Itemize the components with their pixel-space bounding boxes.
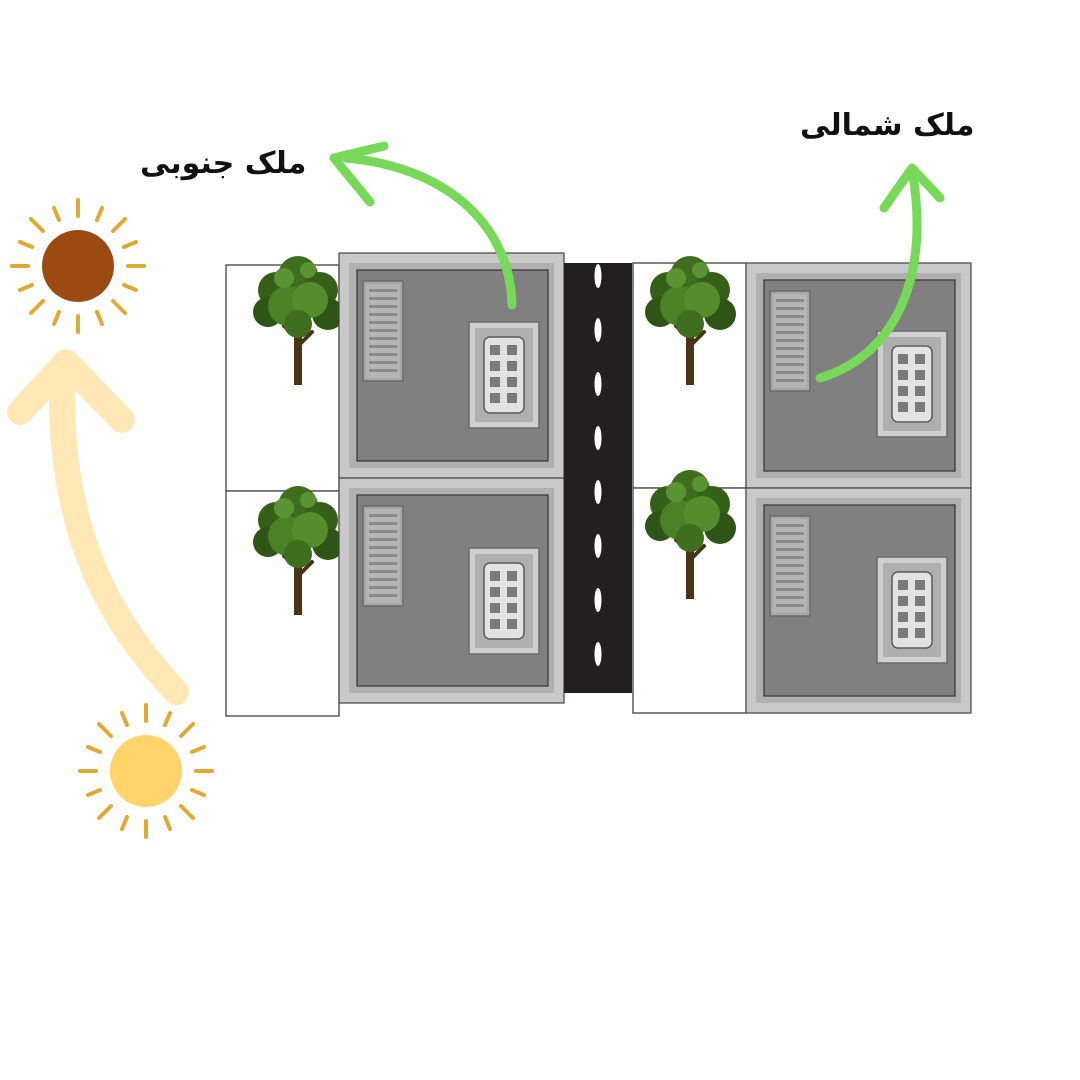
window-panel-icon: [468, 321, 540, 429]
vent-icon: [769, 290, 811, 392]
arrow-icon-north: [815, 163, 945, 383]
building-north-bottom: [745, 487, 972, 714]
road: [564, 263, 632, 693]
window-panel-icon: [876, 330, 948, 438]
building-south-top: [338, 252, 565, 479]
sun-icon-high: [10, 198, 146, 334]
sun-icon-low: [78, 703, 214, 839]
building-south-bottom: [338, 477, 565, 704]
vent-icon: [362, 280, 404, 382]
sun-path-arrow-icon: [7, 349, 189, 705]
south-property-label: ملک جنوبی: [140, 146, 307, 181]
window-panel-icon: [468, 547, 540, 655]
north-property-label: ملک شمالی: [800, 108, 975, 143]
window-panel-icon: [876, 556, 948, 664]
vent-icon: [769, 515, 811, 617]
arrow-icon-south: [329, 141, 517, 310]
vent-icon: [362, 505, 404, 607]
building-north-top: [745, 262, 972, 489]
